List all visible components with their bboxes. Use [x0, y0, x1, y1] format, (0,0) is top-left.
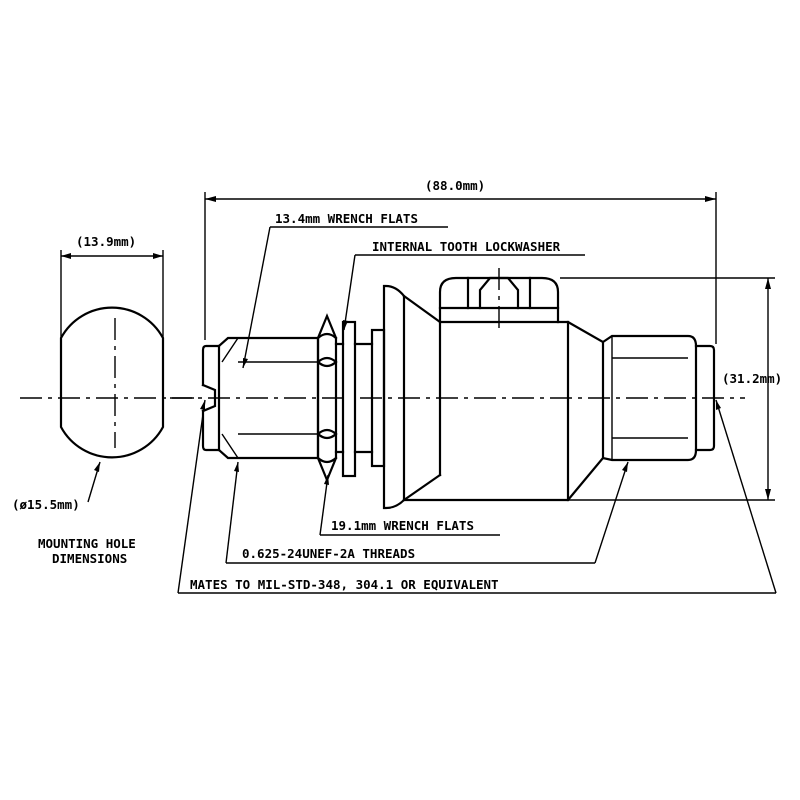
left-end-stub — [201, 344, 221, 452]
thread-behind-washer — [334, 342, 374, 454]
mates-label: MATES TO MIL-STD-348, 304.1 OR EQUIVALEN… — [190, 577, 499, 592]
wrench-flats-large-arrow — [324, 475, 329, 485]
callouts: 13.4mm WRENCH FLATS INTERNAL TOOTH LOCKW… — [177, 211, 777, 594]
lockwasher-arrow — [343, 320, 348, 330]
flange — [382, 284, 406, 510]
dimensions: (88.0mm) (31.2mm) — [204, 178, 782, 501]
mates-leader-right — [715, 399, 777, 594]
mates-leader-left — [177, 399, 206, 594]
wrench-flats-small-arrow — [243, 358, 248, 368]
right-thread-lines — [611, 336, 688, 460]
left-thread-chamfer — [221, 337, 239, 459]
mounting-caption-line2: DIMENSIONS — [52, 551, 127, 566]
right-thread-section — [601, 334, 698, 462]
top-hex-faces — [466, 276, 532, 310]
wrench-flats-small-leader — [242, 226, 271, 369]
threads-leader-left — [225, 461, 239, 564]
lockwasher-leader — [343, 254, 356, 331]
flange-taper — [402, 294, 442, 502]
lockwasher-label: INTERNAL TOOTH LOCKWASHER — [372, 239, 561, 254]
main-body — [402, 320, 605, 502]
mounting-hole-outline — [59, 306, 165, 459]
mounting-diameter-label: (ø15.5mm) — [12, 497, 80, 512]
diameter-arrow — [94, 462, 100, 472]
mates-arrows — [200, 400, 721, 410]
wrench-flats-large-leader — [319, 474, 329, 536]
hex-nut-faces — [316, 332, 338, 464]
overall-length-label: (88.0mm) — [425, 178, 485, 193]
right-end-stub — [694, 344, 716, 452]
left-thread-minor — [238, 361, 318, 435]
connector-side-view — [170, 268, 745, 510]
threads-label: 0.625-24UNEF-2A THREADS — [242, 546, 415, 561]
threads-leader-right — [594, 461, 629, 564]
mounting-caption-line1: MOUNTING HOLE — [38, 536, 136, 551]
wrench-flats-small-label: 13.4mm WRENCH FLATS — [275, 211, 418, 226]
lockwasher — [341, 320, 357, 478]
mounting-hole-view: (13.9mm) (ø15.5mm) MOUNTING HOLE DIMENSI… — [12, 234, 200, 566]
overall-height-label: (31.2mm) — [722, 371, 782, 386]
left-end-notch — [201, 383, 217, 413]
wrench-flats-large-label: 19.1mm WRENCH FLATS — [331, 518, 474, 533]
mounting-width-label: (13.9mm) — [76, 234, 136, 249]
